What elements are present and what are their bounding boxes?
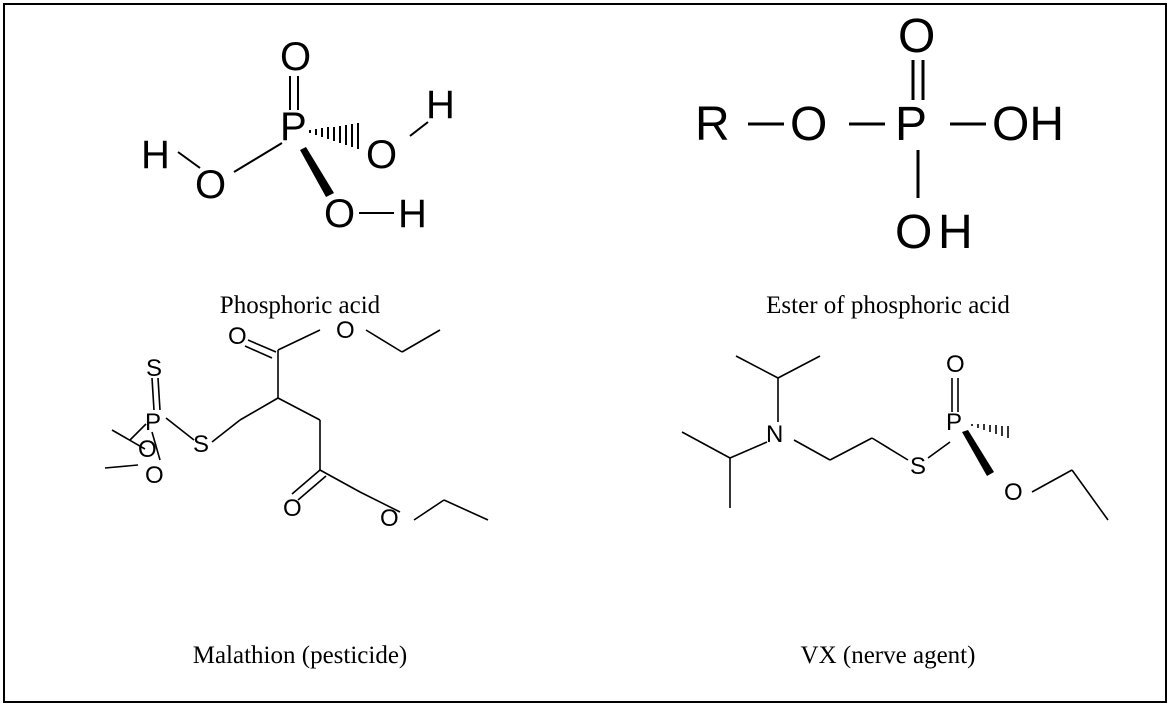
atom-O: O bbox=[366, 133, 397, 177]
atom-O: O bbox=[145, 462, 164, 489]
malathion-structure: S P O O S O O O O bbox=[104, 317, 489, 532]
atom-O: O bbox=[280, 35, 311, 79]
atom-P: P bbox=[145, 409, 161, 436]
atom-P: P bbox=[946, 409, 962, 436]
atom-O: O bbox=[895, 206, 932, 259]
caption-malathion: Malathion (pesticide) bbox=[192, 642, 408, 669]
atom-S: S bbox=[193, 431, 209, 458]
atom-OH: OH bbox=[992, 98, 1064, 151]
caption-vx: VX (nerve agent) bbox=[800, 642, 976, 669]
atom-R: R bbox=[695, 98, 730, 151]
atom-O: O bbox=[380, 505, 399, 532]
phosphate-ester-structure: R O P OH O O H bbox=[695, 10, 1064, 259]
atom-S: S bbox=[910, 453, 926, 480]
atom-O: O bbox=[898, 10, 935, 63]
atom-H: H bbox=[141, 133, 170, 177]
atom-S: S bbox=[146, 355, 162, 382]
caption-phosphoric-acid: Phosphoric acid bbox=[219, 292, 381, 319]
atom-O: O bbox=[283, 495, 302, 522]
atom-O: O bbox=[946, 351, 965, 378]
atom-N: N bbox=[766, 421, 783, 448]
atom-P: P bbox=[895, 98, 927, 151]
atom-H: H bbox=[398, 192, 427, 236]
atom-P: P bbox=[280, 105, 307, 149]
atom-O: O bbox=[195, 163, 226, 207]
atom-O: O bbox=[324, 192, 355, 236]
phosphoric-acid-structure: O P H O O H O H bbox=[141, 35, 455, 236]
atom-O: O bbox=[336, 317, 355, 344]
atom-H: H bbox=[426, 83, 455, 127]
atom-O: O bbox=[790, 98, 827, 151]
vx-structure: N S P O O bbox=[681, 351, 1109, 521]
caption-phosphate-ester: Ester of phosphoric acid bbox=[766, 292, 1010, 319]
atom-O: O bbox=[138, 436, 157, 463]
atom-O: O bbox=[228, 323, 247, 350]
atom-O: O bbox=[1004, 479, 1023, 506]
atom-H: H bbox=[938, 206, 973, 259]
